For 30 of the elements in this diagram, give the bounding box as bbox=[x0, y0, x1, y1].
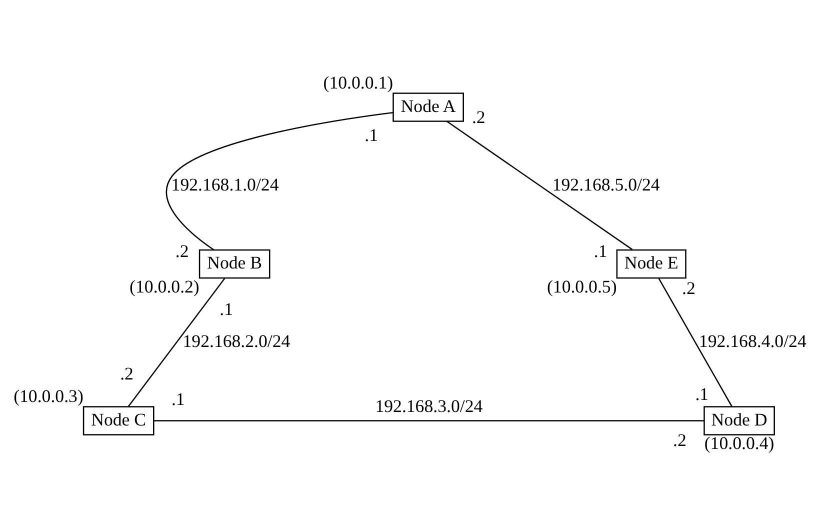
label: .2 bbox=[682, 278, 696, 298]
edge-label: 192.168.4.0/24 bbox=[698, 331, 806, 352]
connector bbox=[658, 278, 732, 407]
connector bbox=[166, 112, 393, 250]
label: .1 bbox=[594, 241, 608, 262]
label: .1 bbox=[220, 298, 234, 319]
label: .1 bbox=[695, 384, 709, 404]
edge-label: 192.168.2.0/24 bbox=[182, 331, 290, 352]
label: .1 bbox=[364, 124, 378, 145]
label: .2 bbox=[472, 107, 486, 128]
node-box: Node C bbox=[82, 406, 154, 436]
node-label: (10.0.0.5) bbox=[546, 276, 617, 296]
label: .2 bbox=[120, 363, 134, 384]
connector bbox=[154, 420, 704, 422]
label: .1 bbox=[171, 389, 185, 409]
node-box: Node B bbox=[198, 249, 270, 279]
connector bbox=[128, 278, 226, 407]
edge-label: 192.168.5.0/24 bbox=[552, 174, 660, 194]
node-label: (10.0.0.1) bbox=[323, 72, 394, 92]
node-box: Node E bbox=[616, 249, 686, 279]
connector bbox=[446, 120, 633, 250]
edge-label: 192.168.3.0/24 bbox=[375, 396, 483, 416]
node-label: (10.0.0.3) bbox=[14, 386, 84, 406]
node-label: (10.0.0.4) bbox=[704, 433, 774, 454]
label: .2 bbox=[673, 430, 686, 450]
edge-label: 192.168.1.0/24 bbox=[171, 174, 279, 194]
label: .2 bbox=[175, 241, 189, 262]
node-box: Node D bbox=[704, 406, 775, 436]
node-box: Node A bbox=[392, 92, 464, 122]
node-label: (10.0.0.2) bbox=[130, 276, 200, 296]
